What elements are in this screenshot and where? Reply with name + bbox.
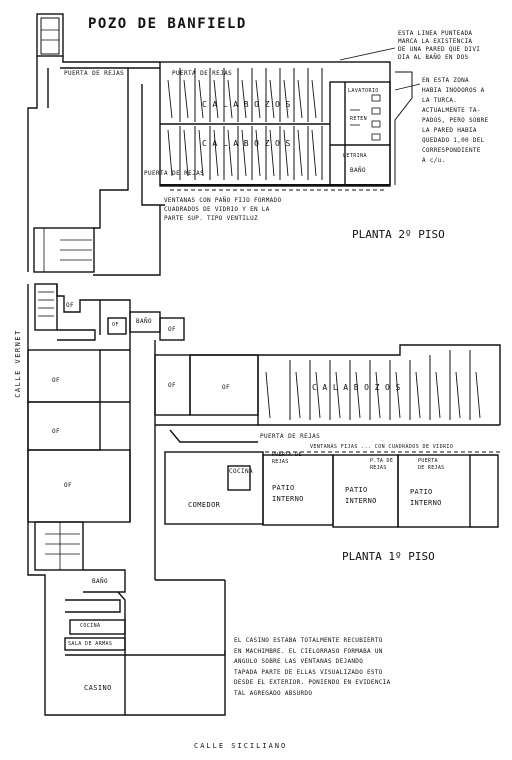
upper-floor-walls	[27, 13, 421, 276]
label-of-8: OF	[222, 384, 231, 391]
label-street-siciliano: CALLE SICILIANO	[194, 742, 288, 750]
label-bano-lower-1: BAÑO	[136, 318, 153, 325]
label-patio-2: PATIO INTERNO	[345, 486, 377, 505]
label-of-5: OF	[52, 428, 61, 435]
label-of-2: OF	[112, 322, 119, 328]
label-puerta-rejas-top: PUERTA DE REJAS	[172, 70, 233, 77]
label-reten: RETEN	[350, 116, 368, 122]
label-cocina-1: COCINA	[229, 468, 254, 475]
label-bano-upper: BAÑO	[350, 167, 367, 174]
label-of-7: OF	[168, 382, 177, 389]
label-calabozos-lower: C A L A B O Z O S	[312, 383, 401, 392]
label-puerta-rejas-bottom: PUERTA DE REJAS	[144, 170, 205, 177]
lower-floor-walls	[27, 283, 501, 716]
label-ventanas: VENTANAS CON PAÑO FIJO FORMADO CUADRADOS…	[164, 197, 282, 222]
label-calabozos-upper-1: C A L A B O Z O S	[202, 100, 291, 109]
label-puerta-rejas-left: PUERTA DE REJAS	[64, 70, 125, 77]
label-street-vernet: CALLE VERNET	[13, 329, 22, 398]
label-puerta-rejas-b: P.TA DE REJAS	[370, 458, 394, 471]
label-casino: CASINO	[84, 684, 112, 692]
label-of-6: OF	[64, 482, 73, 489]
note-dashed-line: ESTA LINEA PUNTEADA MARCA LA EXISTENCIA …	[398, 30, 481, 61]
label-puerta-rejas-lower: PUERTA DE REJAS	[260, 433, 321, 440]
label-puerta-rejas-c: PUERTA DE REJAS	[418, 458, 445, 471]
label-sala-armas: SALA DE ARMAS	[68, 641, 113, 647]
label-letrina: LETRINA	[343, 153, 367, 159]
note-turca: EN ESTA ZONA HABIA INODOROS A LA TURCA. …	[422, 77, 489, 164]
label-calabozos-upper-2: C A L A B O Z O S	[202, 139, 291, 148]
label-of-3: OF	[168, 326, 177, 333]
label-patio-1: PATIO INTERNO	[272, 484, 304, 503]
label-of-4: OF	[52, 377, 61, 384]
label-lavatorio: LAVATORIO	[348, 88, 379, 94]
label-of-1: OF	[66, 302, 75, 309]
label-ventanas-fijas: VENTANAS FIJAS ... CON CUADRADOS DE VIDR…	[310, 444, 454, 450]
label-cocina-2: COCINA	[80, 623, 101, 629]
label-bano-lower-2: BAÑO	[92, 578, 109, 585]
upper-floor-title: PLANTA 2º PISO	[352, 228, 445, 241]
lower-floor-title: PLANTA 1º PISO	[342, 550, 435, 563]
label-puerta-rejas-a: PUERTA DE REJAS	[272, 452, 302, 465]
label-comedor: COMEDOR	[188, 501, 221, 509]
label-patio-3: PATIO INTERNO	[410, 488, 442, 507]
page-title: POZO DE BANFIELD	[88, 16, 247, 32]
note-casino: EL CASINO ESTABA TOTALMENTE RECUBIERTO E…	[234, 637, 391, 697]
